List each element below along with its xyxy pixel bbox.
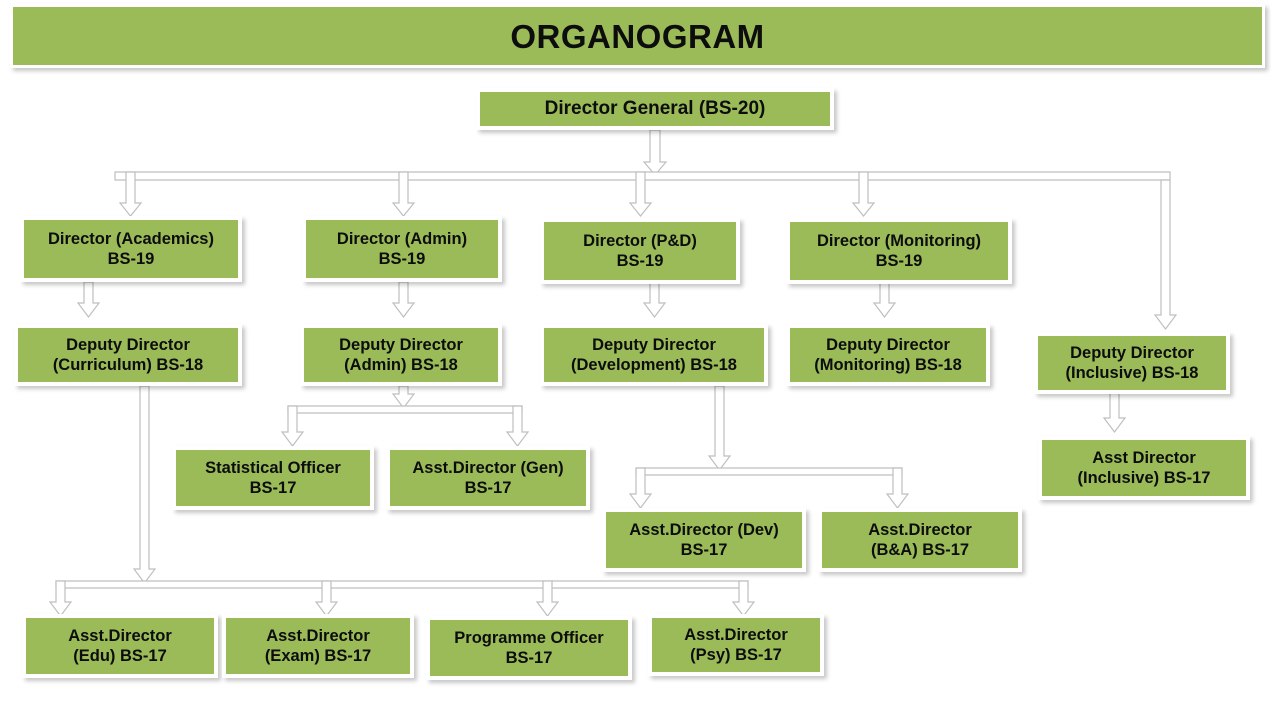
connector-dd-admin-stem (391, 385, 416, 409)
node-ad-exam[interactable]: Asst.Director (Exam) BS-17 (222, 614, 414, 678)
connector-bottom-bus (55, 580, 749, 589)
node-ad-gen-label: Asst.Director (Gen) BS-17 (412, 458, 564, 497)
connector-dd-development-bus (635, 467, 903, 476)
page-title-banner: ORGANOGRAM (10, 4, 1265, 68)
node-statistical-officer-label: Statistical Officer BS-17 (205, 458, 341, 497)
node-director-pnd-label: Director (P&D) BS-19 (583, 231, 697, 270)
node-ad-gen[interactable]: Asst.Director (Gen) BS-17 (386, 446, 590, 510)
connector-dg-to-pnd (628, 171, 653, 217)
node-dd-admin-label: Deputy Director (Admin) BS-18 (339, 335, 463, 374)
node-ad-bna[interactable]: Asst.Director (B&A) BS-17 (818, 508, 1022, 572)
connector-bottom-to-ad-edu (48, 580, 73, 617)
node-dd-development-label: Deputy Director (Development) BS-18 (571, 335, 737, 374)
node-director-admin[interactable]: Director (Admin) BS-19 (302, 216, 502, 282)
node-programme-officer-label: Programme Officer BS-17 (454, 628, 604, 667)
connector-bottom-to-programme-officer (535, 580, 560, 617)
node-director-academics-label: Director (Academics) BS-19 (48, 229, 214, 268)
connector-bottom-to-ad-exam (314, 580, 339, 617)
node-director-academics[interactable]: Director (Academics) BS-19 (20, 216, 242, 282)
connector-monitoring-to-dd-monitoring (872, 281, 897, 318)
node-ad-psy[interactable]: Asst.Director (Psy) BS-17 (648, 614, 824, 676)
connector-dd-admin-to-ad-gen (505, 405, 530, 447)
connector-dd-inclusive-to-ad-inclusive (1102, 391, 1127, 433)
connector-dg-to-monitoring (851, 171, 876, 217)
connector-dd-curriculum-stem (132, 385, 157, 584)
node-ad-inclusive-label: Asst Director (Inclusive) BS-17 (1077, 448, 1211, 487)
node-dd-inclusive[interactable]: Deputy Director (Inclusive) BS-18 (1034, 332, 1230, 394)
node-programme-officer[interactable]: Programme Officer BS-17 (426, 616, 632, 680)
node-statistical-officer[interactable]: Statistical Officer BS-17 (172, 446, 374, 510)
node-dd-curriculum[interactable]: Deputy Director (Curriculum) BS-18 (14, 324, 242, 386)
node-director-general[interactable]: Director General (BS-20) (476, 88, 834, 130)
node-director-monitoring-label: Director (Monitoring) BS-19 (816, 231, 982, 270)
node-director-monitoring[interactable]: Director (Monitoring) BS-19 (786, 218, 1012, 284)
node-director-admin-label: Director (Admin) BS-19 (336, 229, 468, 268)
page-title: ORGANOGRAM (510, 17, 765, 55)
node-dd-inclusive-label: Deputy Director (Inclusive) BS-18 (1065, 343, 1199, 382)
node-ad-edu-label: Asst.Director (Edu) BS-17 (68, 626, 172, 665)
node-ad-dev-label: Asst.Director (Dev) BS-17 (629, 520, 779, 559)
node-dd-monitoring[interactable]: Deputy Director (Monitoring) BS-18 (786, 324, 990, 386)
connector-admin-to-dd-admin (391, 281, 416, 318)
node-ad-exam-label: Asst.Director (Exam) BS-17 (264, 626, 372, 665)
connector-dg-to-academics (118, 171, 143, 217)
node-ad-psy-label: Asst.Director (Psy) BS-17 (684, 625, 788, 664)
node-ad-inclusive[interactable]: Asst Director (Inclusive) BS-17 (1038, 436, 1250, 500)
node-dd-curriculum-label: Deputy Director (Curriculum) BS-18 (52, 335, 204, 374)
connector-bottom-to-ad-psy (731, 580, 756, 617)
connector-pnd-to-dd-development (642, 281, 667, 318)
node-dd-monitoring-label: Deputy Director (Monitoring) BS-18 (814, 335, 962, 374)
node-dd-admin[interactable]: Deputy Director (Admin) BS-18 (300, 324, 502, 386)
connector-dd-development-stem (707, 385, 732, 471)
node-ad-edu[interactable]: Asst.Director (Edu) BS-17 (22, 614, 218, 678)
node-ad-bna-label: Asst.Director (B&A) BS-17 (868, 520, 972, 559)
connector-dd-development-to-ad-bna (885, 467, 910, 509)
connector-dg-to-admin (391, 171, 416, 217)
node-dd-development[interactable]: Deputy Director (Development) BS-18 (540, 324, 768, 386)
connector-dg-to-dd-inclusive (1153, 179, 1178, 330)
connector-dg-stem (642, 129, 668, 176)
connector-dd-admin-to-statistical-officer (280, 405, 305, 447)
node-director-general-label: Director General (BS-20) (544, 98, 766, 120)
connector-dd-development-to-ad-dev (628, 467, 653, 509)
node-director-pnd[interactable]: Director (P&D) BS-19 (540, 218, 740, 284)
connector-dd-admin-bus (287, 405, 523, 414)
connector-academics-to-dd-curriculum (76, 281, 101, 318)
node-ad-dev[interactable]: Asst.Director (Dev) BS-17 (602, 508, 806, 572)
